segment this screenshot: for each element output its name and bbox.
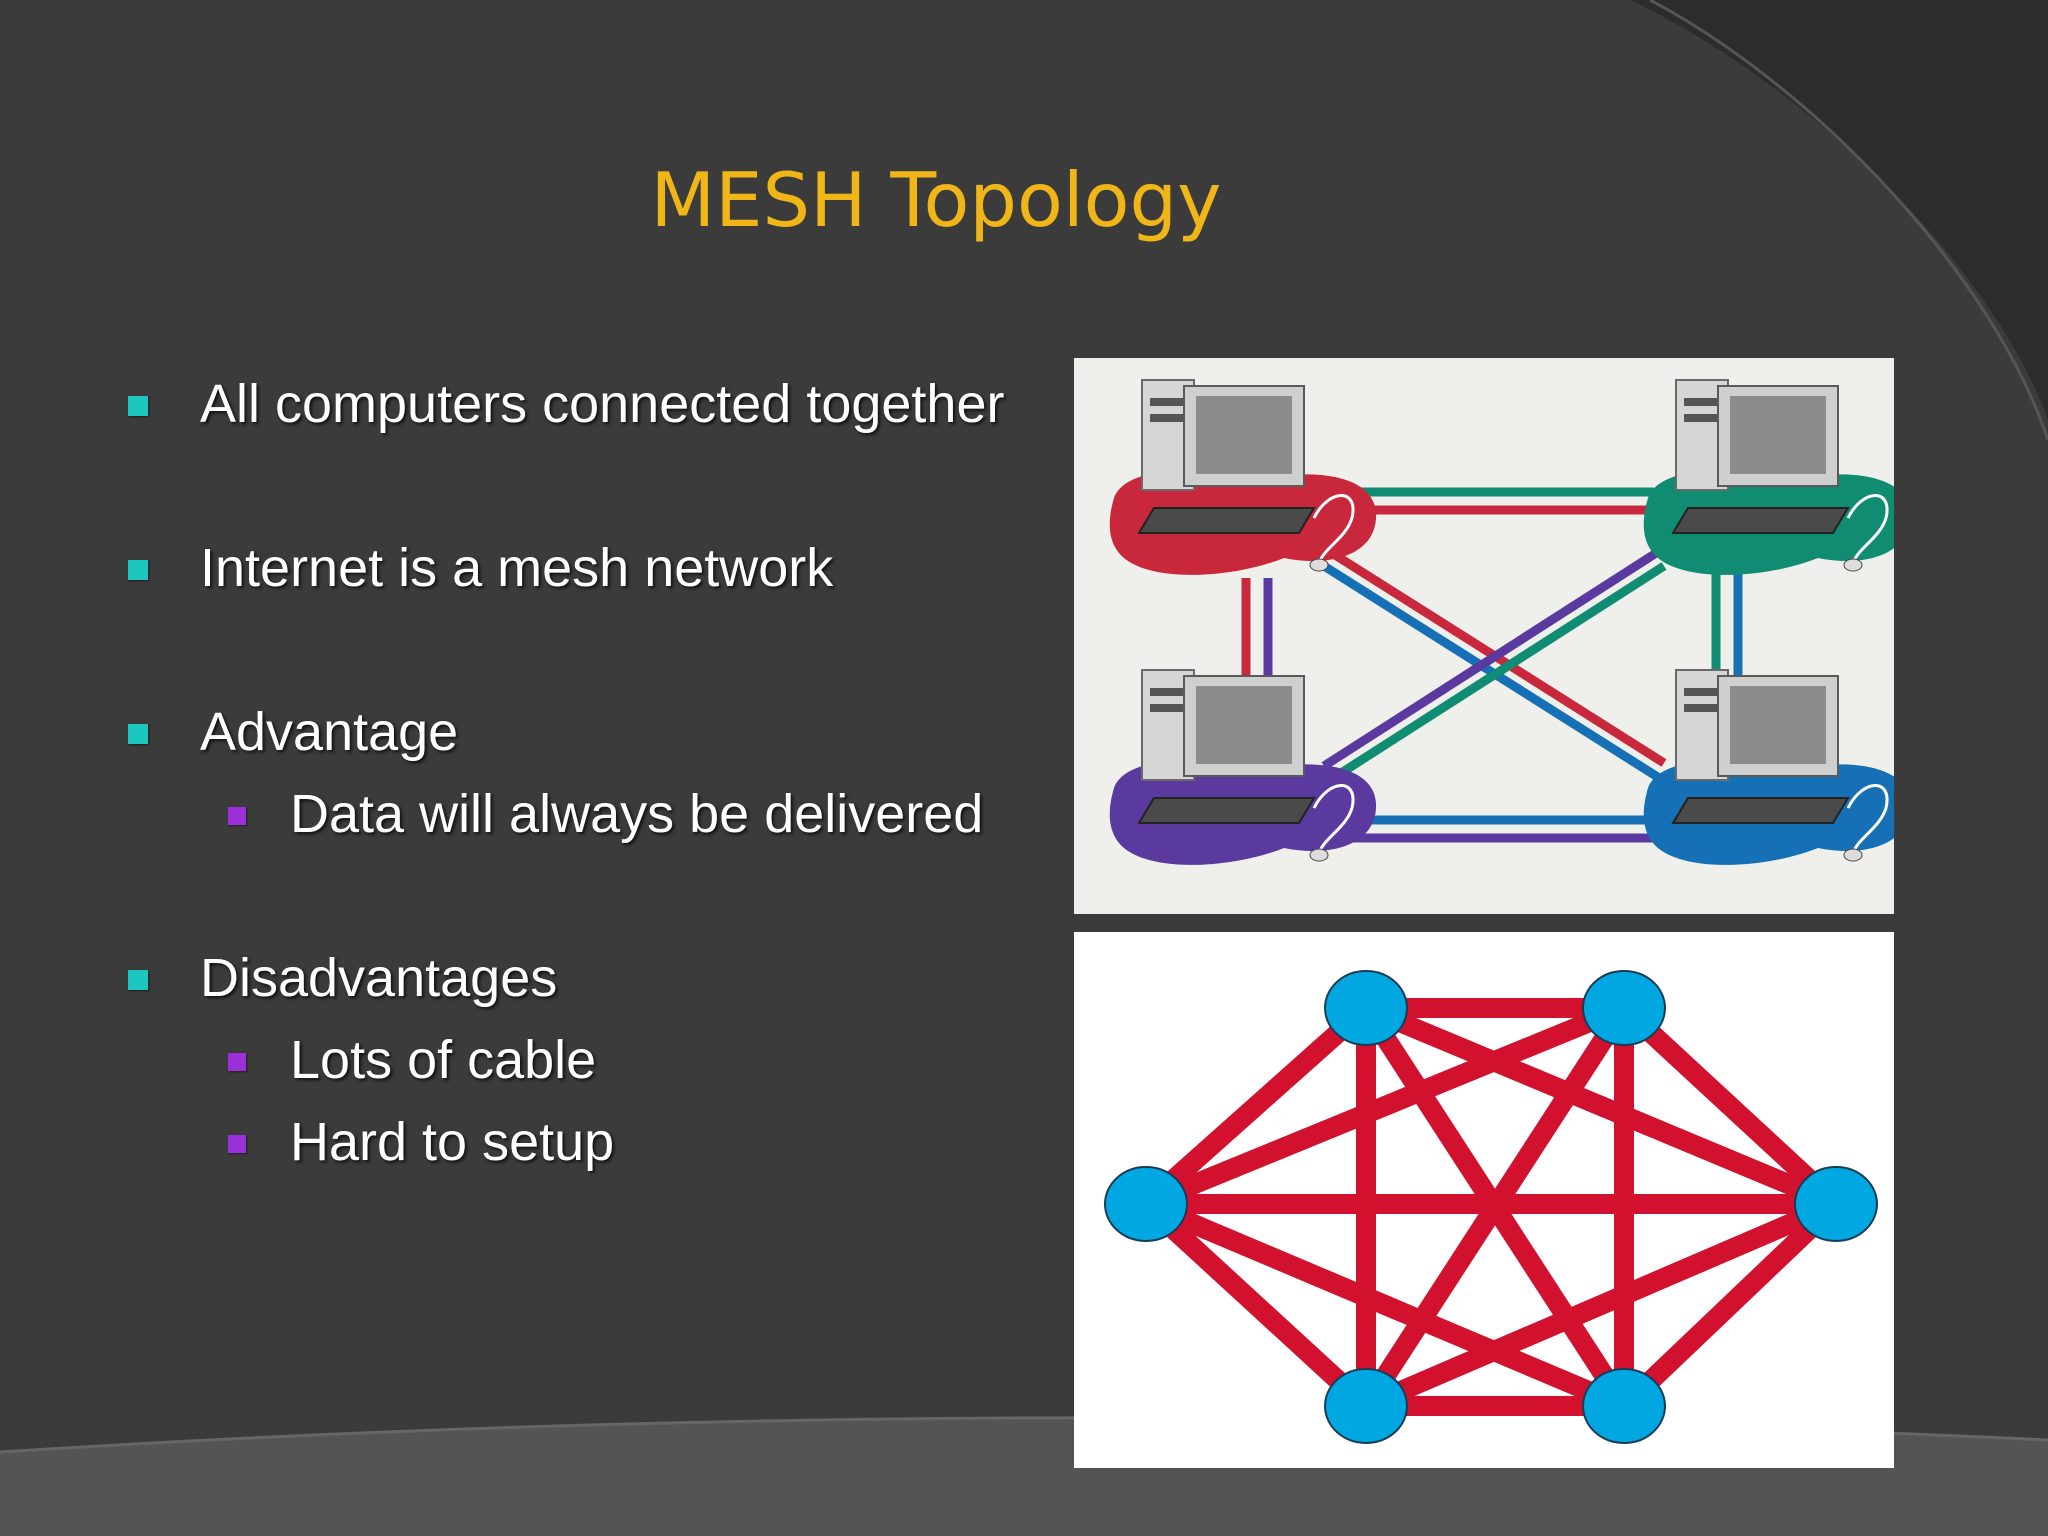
sub-bullet-item: Lots of cable	[228, 1028, 597, 1092]
mesh-link	[1142, 1194, 1628, 1416]
cable-line	[1321, 562, 1667, 788]
monitor-screen	[1196, 396, 1292, 474]
mesh-links-group	[1139, 998, 1843, 1416]
mesh-node	[1794, 1166, 1878, 1242]
sub-bullet-item: Data will always be delivered	[228, 782, 984, 846]
mesh-link	[1362, 998, 1840, 1214]
computer-icon	[1109, 669, 1377, 865]
mouse-cord	[1312, 784, 1355, 854]
mesh-node	[1324, 970, 1408, 1046]
bullet-text: Disadvantages	[200, 948, 558, 1008]
drive-slot	[1150, 704, 1184, 712]
computer-icon	[1643, 669, 1894, 865]
drive-slot	[1684, 398, 1718, 406]
sub-bullet-text: Data will always be delivered	[290, 784, 984, 844]
teal-square-bullet-icon	[128, 724, 148, 744]
mouse-cord	[1312, 494, 1355, 564]
mouse	[1843, 848, 1863, 862]
cable-line	[1321, 544, 1667, 770]
corner-arc-shape	[1630, 0, 2048, 420]
teal-square-bullet-icon	[128, 560, 148, 580]
corner-arc-line	[1649, 0, 2048, 441]
mouse-cord	[1846, 494, 1889, 564]
monitor-screen	[1196, 686, 1292, 764]
computer-icon	[1109, 379, 1377, 575]
computers-group	[1109, 379, 1894, 865]
drive-slot	[1150, 398, 1184, 406]
bullet-item: Disadvantages	[128, 946, 558, 1010]
mesh-link	[1142, 998, 1628, 1214]
mesh-cables	[1241, 487, 1743, 843]
mouse	[1843, 558, 1863, 572]
purple-square-bullet-icon	[228, 1135, 246, 1153]
bullet-item: Advantage	[128, 700, 459, 764]
bullet-text: Advantage	[200, 702, 459, 762]
bullet-text: Internet is a mesh network	[200, 538, 834, 598]
computer-mesh-illustration	[1074, 358, 1894, 914]
mesh-link	[1617, 1000, 1843, 1212]
drive-slot	[1150, 414, 1184, 422]
sub-bullet-item: Hard to setup	[228, 1110, 615, 1174]
sub-bullet-text: Lots of cable	[290, 1030, 597, 1090]
bullet-list: All computers connected together Interne…	[0, 0, 1080, 1200]
bullet-item: All computers connected together	[128, 372, 1005, 436]
mesh-node	[1324, 1368, 1408, 1444]
mesh-node	[1582, 1368, 1666, 1444]
teal-square-bullet-icon	[128, 970, 148, 990]
sub-bullet-text: Hard to setup	[290, 1112, 615, 1172]
mesh-link	[1139, 1000, 1373, 1212]
mesh-nodes-group	[1104, 970, 1878, 1444]
computer-mesh-svg	[1074, 358, 1894, 914]
mesh-link	[1362, 1194, 1840, 1416]
mouse	[1309, 848, 1329, 862]
drive-slot	[1150, 688, 1184, 696]
graph-mesh-diagram	[1074, 932, 1894, 1468]
bullet-text: All computers connected together	[200, 374, 1005, 434]
drive-slot	[1684, 688, 1718, 696]
computer-icon	[1643, 379, 1894, 575]
mouse	[1309, 558, 1329, 572]
purple-square-bullet-icon	[228, 807, 246, 825]
keyboard	[1137, 797, 1316, 824]
mesh-node	[1582, 970, 1666, 1046]
monitor-screen	[1730, 686, 1826, 764]
drive-slot	[1684, 704, 1718, 712]
mesh-link	[1139, 1196, 1373, 1414]
keyboard	[1671, 507, 1850, 534]
mouse-cord	[1846, 784, 1889, 854]
monitor-screen	[1730, 396, 1826, 474]
mesh-node	[1104, 1166, 1188, 1242]
keyboard	[1671, 797, 1850, 824]
graph-mesh-svg	[1074, 932, 1894, 1468]
teal-square-bullet-icon	[128, 396, 148, 416]
slide-title: MESH Topology	[650, 156, 1222, 244]
keyboard	[1137, 507, 1316, 534]
purple-square-bullet-icon	[228, 1053, 246, 1071]
mesh-link	[1617, 1196, 1843, 1414]
bullet-item: Internet is a mesh network	[128, 536, 834, 600]
drive-slot	[1684, 414, 1718, 422]
